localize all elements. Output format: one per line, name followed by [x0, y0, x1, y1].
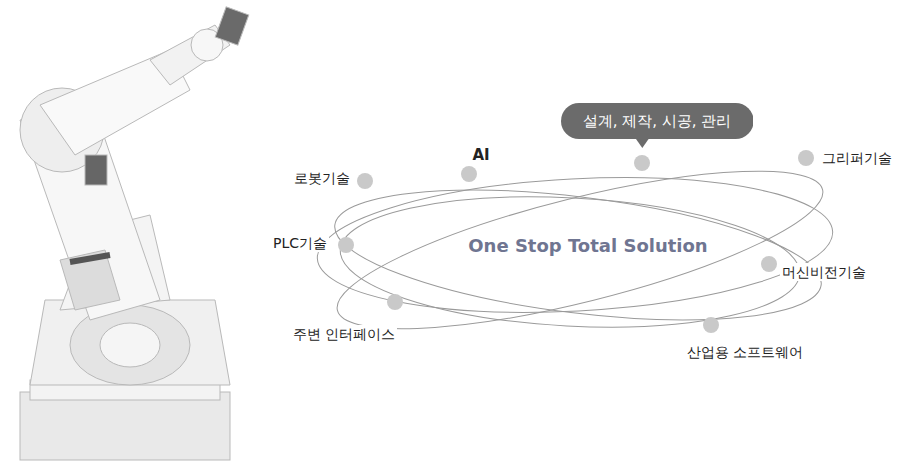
- center-title: One Stop Total Solution: [466, 237, 709, 255]
- tech-label: 주변 인터페이스: [291, 325, 397, 343]
- tech-label: AI: [470, 146, 491, 164]
- callout-text: 설계, 제작, 시공, 관리: [561, 111, 754, 131]
- tech-label: 그리퍼기술: [820, 149, 894, 167]
- tech-label: 로봇기술: [292, 169, 352, 187]
- bubble-body: [561, 103, 754, 139]
- bubble-pointer: [635, 138, 649, 148]
- robot-arm: [20, 7, 249, 460]
- callout-bubble: 설계, 제작, 시공, 관리: [561, 103, 754, 148]
- tech-label: 머신비전기술: [780, 263, 868, 281]
- orbit-dots: [338, 150, 814, 333]
- tech-label: PLC기술: [271, 234, 329, 252]
- tech-label: 산업용 소프트웨어: [685, 343, 805, 361]
